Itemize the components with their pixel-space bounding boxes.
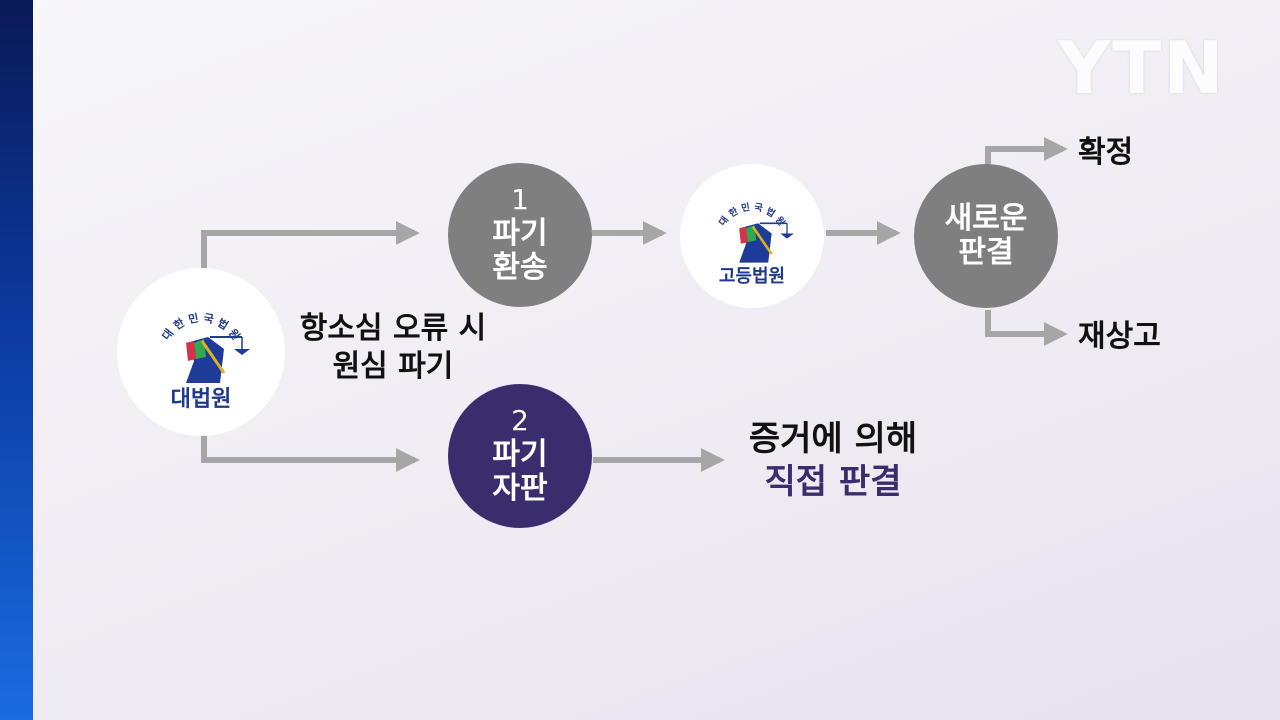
appeal-error-note: 항소심 오류 시 원심 파기 — [288, 310, 498, 385]
left-accent-bar — [0, 0, 33, 720]
direct-ruling-text: 증거에 의해 직접 판결 — [728, 418, 938, 503]
outcome-confirm: 확정 — [1078, 135, 1134, 170]
new-ruling-line-2: 판결 — [958, 235, 1014, 270]
arrow-to-self-judgment — [201, 432, 420, 472]
new-ruling-node: 새로운 판결 — [914, 164, 1058, 308]
high-court-node: 대 한 민 국 법 원 고등법원 — [680, 164, 824, 308]
outcome-reappeal: 재상고 — [1078, 319, 1161, 354]
remand-node: 1 파기 환송 — [448, 163, 592, 307]
remand-line-2: 환송 — [492, 250, 548, 286]
high-court-label: 고등법원 — [718, 266, 786, 287]
self-judgment-line-1: 파기 — [492, 436, 548, 472]
arrow-to-reappeal — [985, 310, 1068, 346]
high-court-seal-ring: 대 한 민 국 법 원 — [716, 201, 787, 228]
ytn-logo: YTN — [1058, 26, 1226, 110]
direct-ruling-line-2: 직접 판결 — [764, 461, 902, 502]
remand-line-1: 파기 — [492, 215, 548, 251]
direct-ruling-line-1: 증거에 의해 — [748, 419, 918, 459]
court-emblem-icon: 대 한 민 국 법 원 — [159, 311, 250, 383]
new-ruling-line-1: 새로운 — [944, 200, 1028, 236]
note-line-2: 원심 파기 — [332, 348, 454, 384]
self-judgment-number: 2 — [511, 404, 529, 438]
remand-number: 1 — [511, 183, 529, 217]
supreme-court-label: 대법원 — [170, 387, 232, 412]
svg-text:대 한 민 국 법 원: 대 한 민 국 법 원 — [716, 201, 787, 228]
note-line-1: 항소심 오류 시 — [299, 311, 487, 346]
self-judgment-node: 2 파기 자판 — [448, 384, 592, 528]
supreme-court-node: 대 한 민 국 법 원 대법원 — [117, 268, 285, 436]
court-emblem-icon: 대 한 민 국 법 원 — [716, 201, 794, 263]
self-judgment-line-2: 자판 — [492, 471, 548, 507]
